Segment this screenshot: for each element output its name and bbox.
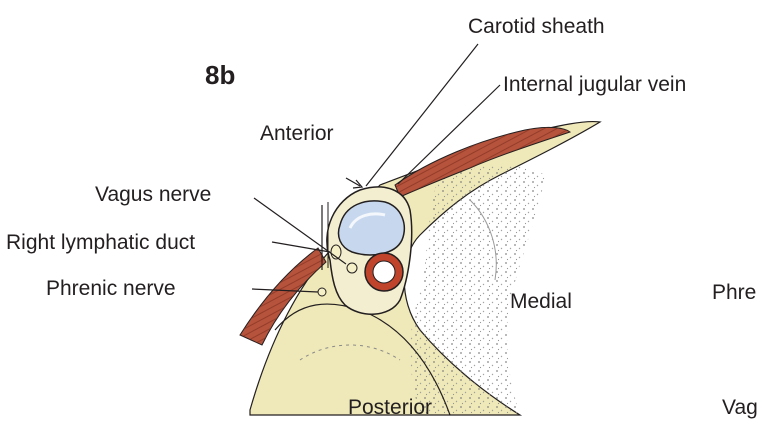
label-vagus-cut: Vag xyxy=(722,396,758,420)
vagus-nerve-structure xyxy=(347,263,357,273)
label-phrenic-nerve: Phrenic nerve xyxy=(46,277,176,301)
label-right-lymphatic-duct: Right lymphatic duct xyxy=(6,231,195,255)
label-vagus-nerve: Vagus nerve xyxy=(95,183,211,207)
label-internal-jugular-vein: Internal jugular vein xyxy=(503,73,686,97)
label-carotid-sheath: Carotid sheath xyxy=(468,15,605,39)
label-medial: Medial xyxy=(510,290,572,314)
label-phrenic-cut: Phre xyxy=(712,281,756,305)
phrenic-nerve-structure xyxy=(318,288,326,296)
label-anterior: Anterior xyxy=(260,122,334,146)
label-posterior: Posterior xyxy=(348,396,432,420)
figure-number: 8b xyxy=(205,60,235,90)
